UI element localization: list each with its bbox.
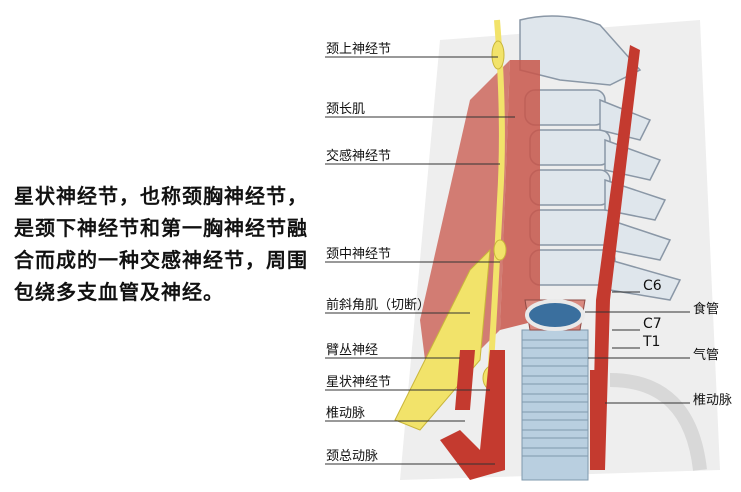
label-sympathetic-ganglion: 交感神经节 <box>326 149 392 164</box>
common-carotid-artery <box>440 350 505 480</box>
label-superior-cervical-ganglion: 颈上神经节 <box>326 42 392 57</box>
description-text: 星状神经节，也称颈胸神经节，是颈下神经节和第一胸神经节融合而成的一种交感神经节，… <box>14 184 308 304</box>
middle-ganglion-shape <box>493 239 507 261</box>
right-artery-lower <box>590 370 605 470</box>
label-brachial-plexus: 臂丛神经 <box>326 343 379 358</box>
leader-lines <box>325 56 690 465</box>
vertebral-artery-right <box>592 45 640 470</box>
label-c6: C6 <box>643 278 662 294</box>
label-t1: T1 <box>643 334 661 350</box>
brachial-plexus-nerve <box>394 248 491 431</box>
trachea <box>521 329 589 481</box>
label-esophagus: 食管 <box>693 302 720 317</box>
longus-colli-muscle <box>500 60 540 330</box>
vertebral-artery-left <box>455 350 475 410</box>
label-middle-cervical-ganglion: 颈中神经节 <box>326 247 392 262</box>
label-longus-colli: 颈长肌 <box>326 102 366 117</box>
label-vertebral-artery-right: 椎动脉 <box>693 393 733 408</box>
esophagus-lumen <box>525 299 585 331</box>
neck-muscle <box>420 60 510 400</box>
label-trachea: 气管 <box>693 348 720 363</box>
label-c7: C7 <box>643 316 662 332</box>
superior-ganglion-shape <box>491 40 505 70</box>
sympathetic-trunk <box>487 19 505 381</box>
label-anterior-scalene: 前斜角肌（切断） <box>326 298 431 313</box>
label-vertebral-artery-left: 椎动脉 <box>326 406 366 421</box>
label-common-carotid: 颈总动脉 <box>326 449 379 464</box>
label-stellate-ganglion: 星状神经节 <box>326 375 392 390</box>
